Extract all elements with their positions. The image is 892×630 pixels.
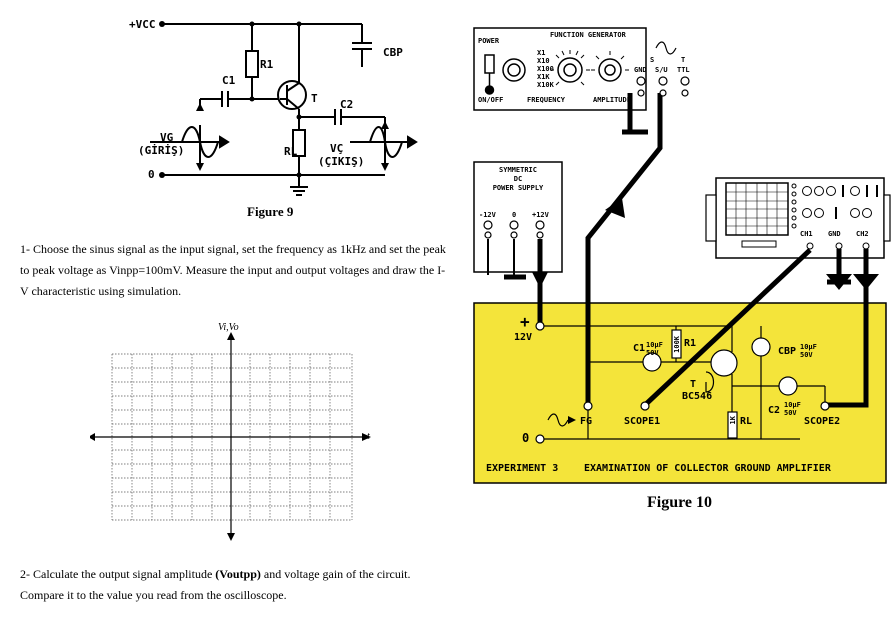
figure9-caption: Figure 9: [247, 204, 294, 219]
fg-frequency-label: FREQUENCY: [527, 96, 565, 104]
scope-gnd-label: GND: [828, 230, 841, 238]
question2-text: 2- Calculate the output signal amplitude…: [20, 564, 448, 606]
board-bc546: BC546: [682, 391, 713, 402]
fg-power-label: POWER: [478, 37, 500, 45]
fg-range-x1: X1: [537, 49, 546, 57]
fg-range-list: X1 X10 X100 X1K X10K: [537, 49, 554, 89]
rl-label: RL: [284, 145, 298, 158]
board-c2-val1: 10µF: [784, 401, 801, 409]
board-plus: +: [520, 312, 530, 331]
vc-label: VÇ: [330, 142, 344, 155]
graph-x-label: t: [367, 431, 370, 442]
board-r1-val: 100K: [673, 336, 681, 353]
board-scope1: SCOPE1: [624, 416, 661, 427]
psu-terminal-pos12: +12V: [532, 211, 549, 219]
board-t: T: [690, 379, 697, 390]
board-c2-val2: 50V: [784, 409, 797, 417]
scope-ch2-label: CH2: [856, 230, 869, 238]
board-rl: RL: [740, 416, 753, 427]
board-12v: 12V: [514, 332, 533, 343]
cbp-label: CBP: [383, 46, 403, 59]
board-rl-val: 1K: [729, 416, 737, 425]
fg-su-label: S/U: [655, 66, 668, 74]
board-c2: C2: [768, 405, 781, 416]
fg-range-x1k: X1K: [537, 73, 550, 81]
answer-graph: [90, 332, 371, 541]
scope-ch1-label: CH1: [800, 230, 813, 238]
giris-label: (GİRİŞ): [138, 144, 185, 157]
board-c1-val1: 10µF: [646, 341, 663, 349]
cikis-label: (ÇIKIŞ): [318, 155, 365, 168]
board-cbp-val1: 10µF: [800, 343, 817, 351]
t-label: T: [311, 92, 318, 105]
board-zero: 0: [522, 431, 530, 445]
fg-range-x100: X100: [537, 65, 554, 73]
psu-terminal-0: 0: [512, 211, 517, 219]
fg-ttl-label: TTL: [677, 66, 690, 74]
fg-gnd-label: GND: [634, 66, 647, 74]
fg-output-jacks: [636, 76, 690, 97]
board-scope2: SCOPE2: [804, 416, 841, 427]
fg-range-x10k: X10K: [537, 81, 554, 89]
fg-onoff-label: ON/OFF: [478, 96, 504, 104]
figure9-schematic: [150, 21, 418, 196]
figure10-drawing: [473, 27, 891, 484]
board-experiment: EXPERIMENT 3: [486, 463, 559, 474]
r1-label: R1: [260, 58, 274, 71]
c1-label: C1: [222, 74, 236, 87]
fg-t-label: T: [681, 56, 686, 64]
psu-title-line1: SYMMETRIC: [499, 166, 537, 174]
psu-terminal-neg12: -12V: [479, 211, 496, 219]
psu-title-line2: DC: [513, 175, 523, 183]
ground-label: 0: [148, 168, 155, 181]
figure10-caption: Figure 10: [647, 494, 713, 511]
board-c1: C1: [633, 343, 646, 354]
psu-title-line3: POWER SUPPLY: [492, 184, 544, 192]
fg-range-x10: X10: [537, 57, 550, 65]
board-r1: R1: [684, 338, 697, 349]
vcc-label: +VCC: [129, 18, 156, 31]
fg-amplitude-label: AMPLITUDE: [593, 96, 631, 104]
question1-text: 1- Choose the sinus signal as the input …: [20, 242, 446, 298]
question2-suffix: and voltage gain of the circuit. Compare…: [20, 567, 411, 602]
c2-label: C2: [340, 98, 354, 111]
fg-s-label: S: [650, 56, 655, 64]
psu-title: SYMMETRIC DC POWER SUPPLY: [478, 166, 558, 193]
board-c1-val2: 50V: [646, 349, 659, 357]
question2-prefix: 2- Calculate the output signal amplitude: [20, 567, 216, 581]
graph-y-label: Vi,Vo: [218, 322, 239, 333]
board-cbp-val2: 50V: [800, 351, 813, 359]
question2-bold: (Voutpp): [215, 567, 261, 581]
vg-label: VG: [160, 131, 174, 144]
board-title: EXAMINATION OF COLLECTOR GROUND AMPLIFIE…: [584, 463, 831, 474]
board-cbp: CBP: [778, 346, 797, 357]
board-fg: FG: [580, 416, 593, 427]
fg-title: FUNCTION GENERATOR: [550, 31, 626, 39]
